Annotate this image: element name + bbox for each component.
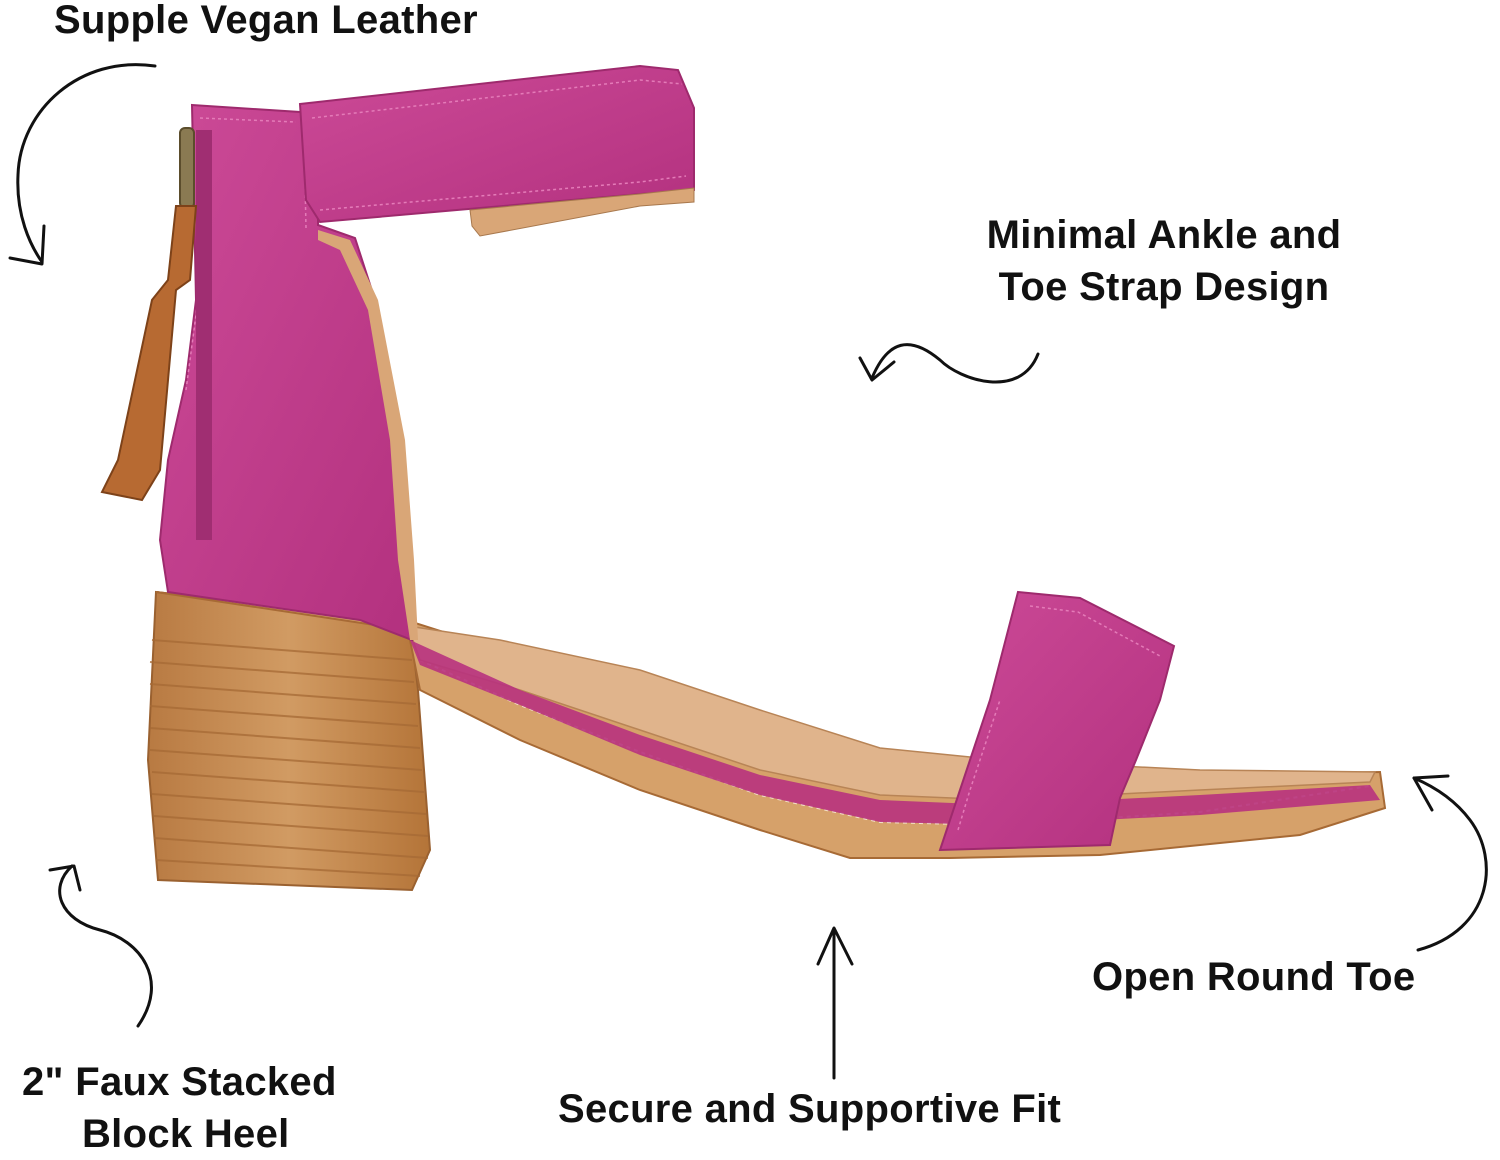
strap-design-line-1: Minimal Ankle and xyxy=(986,213,1342,257)
zipper-slider xyxy=(179,127,195,209)
sandal-image xyxy=(100,64,1387,892)
heel-counter-lining xyxy=(318,230,418,640)
strap-design-label: Minimal Ankle and Toe Strap Design xyxy=(964,209,1364,313)
heel-line-1: 2" Faux Stacked xyxy=(22,1060,337,1104)
leather-label: Supple Vegan Leather xyxy=(54,0,478,42)
zipper-pull-icon xyxy=(100,205,198,502)
curved-arrow-icon xyxy=(1412,776,1488,952)
ankle-strap-lining xyxy=(469,187,695,237)
arrow-head xyxy=(48,864,82,892)
fit-label: Secure and Supportive Fit xyxy=(558,1087,1062,1131)
heel-line-2: Block Heel xyxy=(82,1112,290,1156)
zipper-track xyxy=(196,130,212,540)
curved-arrow-icon xyxy=(58,864,153,1028)
curved-arrow-icon xyxy=(16,63,157,264)
toe-strap xyxy=(938,590,1176,852)
heel-stack-lines xyxy=(149,639,429,877)
block-heel xyxy=(146,590,432,892)
footbed xyxy=(406,625,1377,801)
arrow-head xyxy=(1412,774,1450,812)
ankle-strap-stitch xyxy=(311,79,687,211)
footbed-lining xyxy=(410,640,1380,825)
arrow-head xyxy=(816,926,854,966)
toe-strap-stitch xyxy=(957,605,1161,831)
wavy-arrow-icon xyxy=(870,343,1040,384)
heel-label: 2" Faux Stacked Block Heel xyxy=(22,1056,337,1160)
open-toe-label: Open Round Toe xyxy=(1092,955,1416,999)
callout-arrows xyxy=(8,63,1488,1080)
strap-design-line-2: Toe Strap Design xyxy=(998,265,1330,309)
arrow-head xyxy=(858,356,896,382)
arrow-head xyxy=(8,224,46,266)
